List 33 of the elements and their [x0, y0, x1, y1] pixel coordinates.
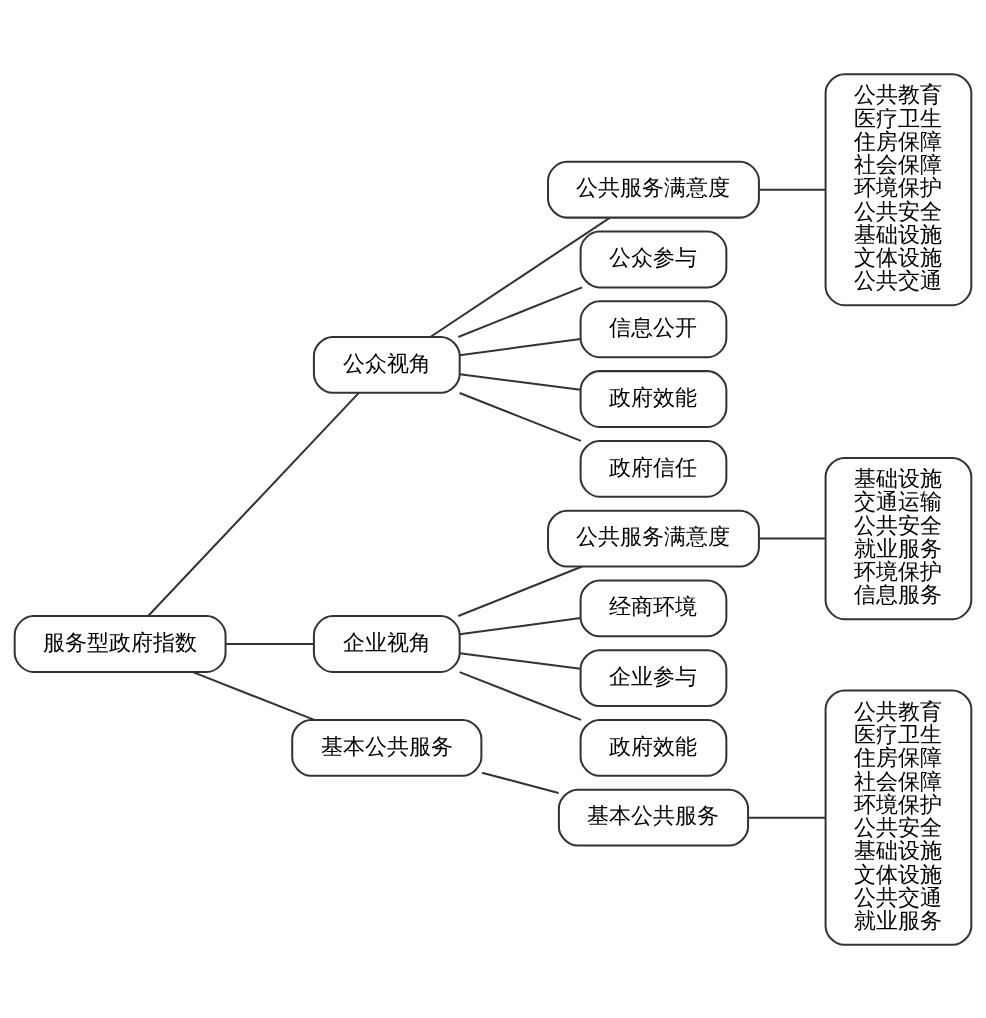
connector: [459, 337, 581, 356]
node-box: 企业视角: [312, 614, 461, 673]
connector: [759, 188, 826, 191]
node-box: 公共教育 医疗卫生 住房保障 社会保障 环境保护 公共安全 基础设施 文体设施 公共交通: [824, 72, 973, 306]
connector: [459, 372, 581, 391]
connector: [459, 670, 582, 721]
node-box: 政府效能: [579, 369, 728, 428]
node-box: 公众参与: [579, 230, 728, 288]
node-box: 基础设施 交通运输 公共安全 就业服务 环境保护 信息服务: [824, 456, 973, 620]
connector: [759, 537, 826, 540]
connector: [430, 216, 611, 338]
node-box: 公众视角: [312, 335, 461, 394]
node-box: 基本公共服务: [557, 788, 750, 847]
connector: [459, 616, 581, 635]
connector: [457, 565, 583, 617]
node-box: 服务型政府指数: [13, 614, 227, 673]
node-box: 经商环境: [579, 578, 728, 637]
node-box: 公共服务满意度: [547, 160, 760, 219]
connector: [225, 642, 314, 645]
connector: [459, 391, 582, 442]
connector: [748, 816, 826, 819]
node-box: 政府效能: [579, 718, 728, 777]
node-box: 政府信任: [579, 439, 728, 498]
node-box: 信息公开: [579, 299, 728, 358]
connector: [459, 651, 581, 670]
node-box: 基本公共服务: [291, 718, 483, 777]
connector: [192, 670, 315, 721]
connector: [481, 771, 559, 794]
connector: [457, 285, 583, 338]
node-box: 公共服务满意度: [547, 509, 760, 567]
connector: [147, 391, 360, 616]
node-box: 公共教育 医疗卫生 住房保障 社会保障 环境保护 公共安全 基础设施 文体设施 公共交通 就业服务: [824, 689, 973, 946]
node-box: 企业参与: [579, 648, 728, 707]
